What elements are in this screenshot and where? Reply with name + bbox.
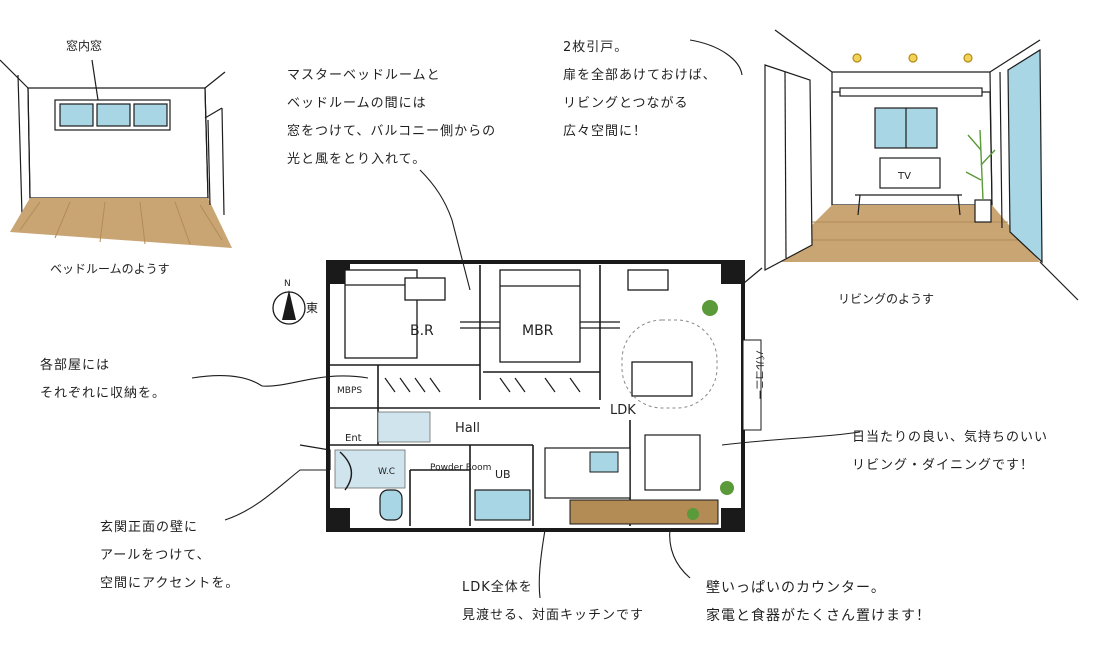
bedroom-sketch: [0, 59, 232, 248]
room-powder-label: Powder Room: [430, 463, 491, 473]
compass-north-label: N: [284, 279, 291, 289]
room-ent-label: Ent: [345, 433, 362, 444]
floor-plan: [272, 260, 762, 532]
living-tv-label: TV: [897, 171, 911, 182]
bedroom-window-label: 窓内窓: [66, 38, 102, 53]
note-counter: 壁いっぱいのカウンター。 家電と食器がたくさん置けます！: [706, 580, 931, 624]
room-ub-label: UB: [495, 468, 511, 481]
note-door: 2枚引戸。 扉を全部あけておけば、 リビングとつながる 広々空間に！: [563, 40, 717, 139]
room-br-label: B.R: [410, 323, 434, 339]
note-entrance: 玄関正面の壁に アールをつけて、 空間にアクセントを。: [100, 520, 240, 591]
bedroom-caption: ベッドルームのようす: [50, 262, 170, 276]
leader-lines: [191, 39, 861, 599]
note-storage: 各部屋には それぞれに収納を。: [40, 358, 167, 401]
note-window: マスターベッドルームと ベッドルームの間には 窓をつけて、バルコニー側からの 光…: [287, 68, 497, 167]
room-ldk-label: LDK: [610, 403, 636, 418]
room-mbps-label: MBPS: [337, 386, 362, 396]
note-kitchen: LDK全体を 見渡せる、対面キッチンです: [462, 580, 645, 623]
room-hall-label: Hall: [455, 421, 480, 436]
room-balcony-label: バルコニー: [753, 350, 765, 400]
living-sketch: [737, 29, 1079, 301]
compass-east-label: 東: [306, 301, 318, 315]
room-wc-label: W.C: [378, 467, 395, 477]
note-sunlight: 日当たりの良い、気持ちのいい リビング・ダイニングです！: [852, 430, 1049, 473]
room-mbr-label: MBR: [522, 323, 554, 339]
living-caption: リビングのようす: [838, 292, 934, 306]
